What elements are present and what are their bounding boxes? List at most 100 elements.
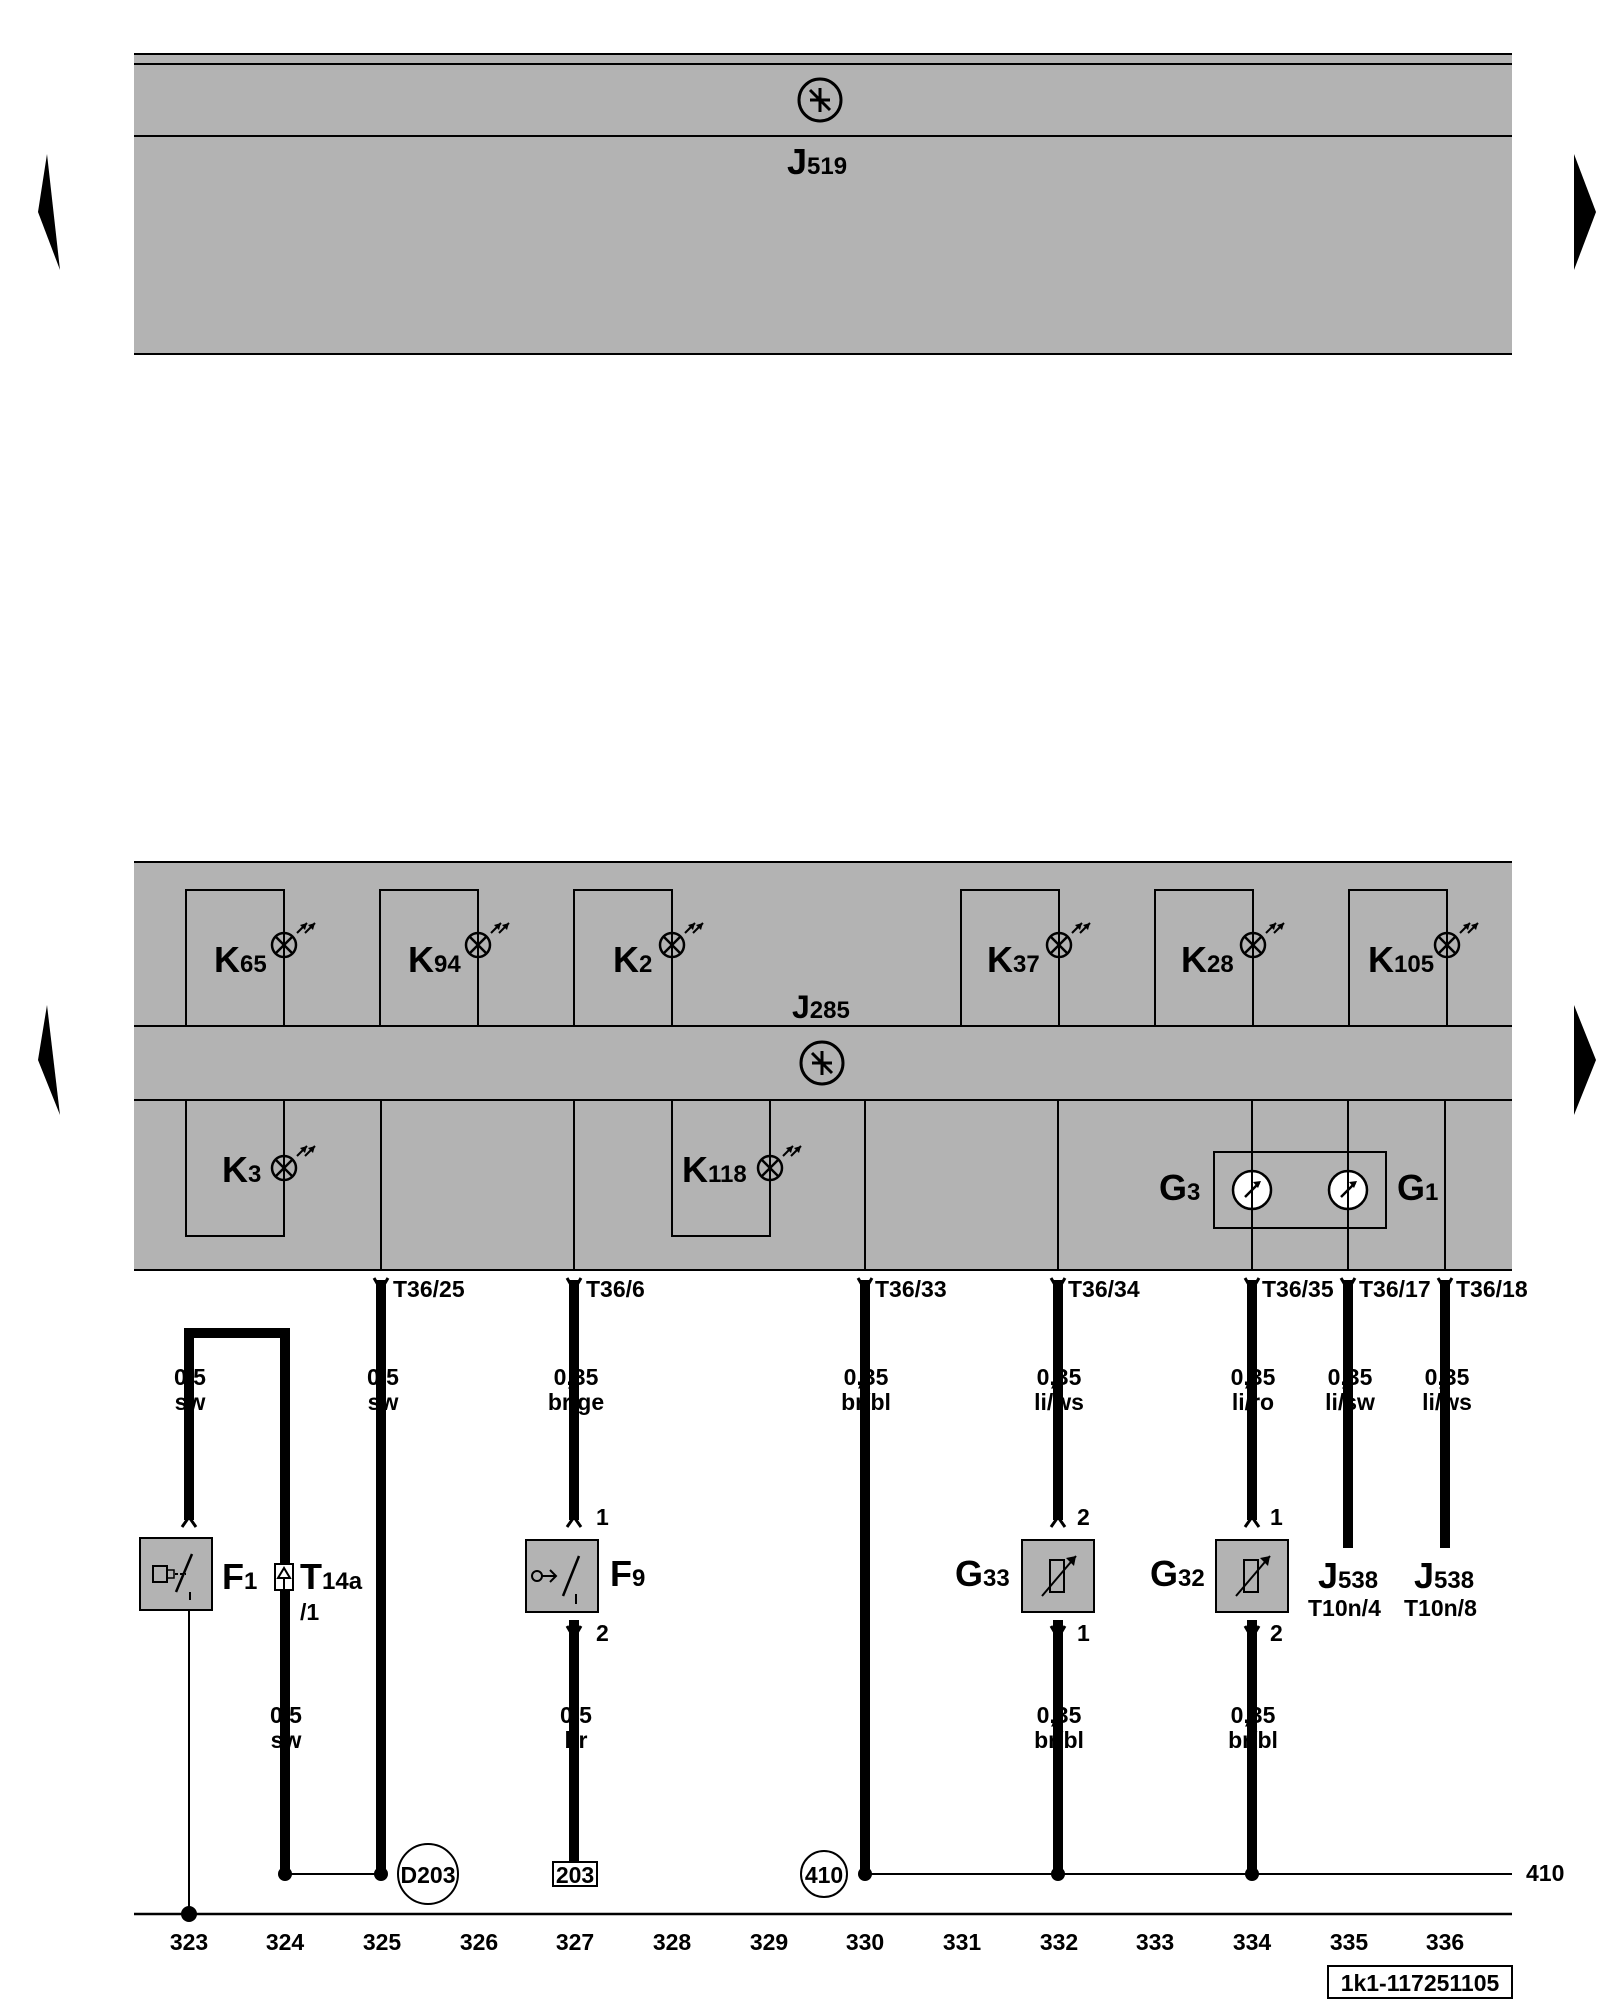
indicator-lamp-icon [464, 931, 492, 959]
connector-arrow [1243, 1625, 1261, 1641]
nav-left-icon[interactable] [38, 1005, 60, 1115]
lamp-ray-icon [786, 1146, 793, 1153]
component-g33: 2 1 G33 [955, 1504, 1095, 1646]
column-number: 336 [1426, 1929, 1464, 1955]
bottom-unit-label: J285 [792, 989, 850, 1025]
lamp-ray-icon [1269, 923, 1276, 930]
lamp-ray-icon [696, 923, 703, 930]
svg-text:1: 1 [596, 1504, 609, 1530]
can-bus-icon [808, 88, 832, 112]
svg-text:G33: G33 [955, 1553, 1010, 1594]
indicator-lamp-icon [270, 931, 298, 959]
lamp-ray-icon [1471, 923, 1478, 930]
svg-text:T10n/8: T10n/8 [1404, 1595, 1477, 1621]
ground-410: 410 [800, 1850, 848, 1898]
nav-right-icon[interactable] [1574, 1005, 1596, 1115]
column-number: 324 [266, 1929, 305, 1955]
indicator-lamp-icon [658, 931, 686, 959]
column-number: 331 [943, 1929, 982, 1955]
wire-color: br/bl [1228, 1727, 1278, 1753]
indicator-lamp-icon [1433, 931, 1461, 959]
wire-color: li/ws [1034, 1389, 1084, 1415]
wire-color: br [565, 1727, 588, 1753]
indicator-lamp-icon [270, 1154, 298, 1182]
svg-text:J538: J538 [1318, 1555, 1378, 1596]
wire-323-324 [184, 1328, 290, 1874]
svg-text:J538: J538 [1414, 1555, 1474, 1596]
wire-size: 0,5 [270, 1702, 302, 1728]
lamp-ray-icon [494, 923, 501, 930]
connector-arrow [565, 1514, 583, 1528]
wire-size: 0,35 [844, 1364, 889, 1390]
column-number: 326 [460, 1929, 498, 1955]
nav-right-icon[interactable] [1574, 154, 1596, 270]
lamp-k105: K105 [1368, 939, 1434, 980]
wire-size: 0,35 [554, 1364, 599, 1390]
lamp-k3: K3 [222, 1149, 261, 1190]
column-number: 335 [1330, 1929, 1369, 1955]
connector-arrow [1243, 1514, 1261, 1528]
lamp-ray-icon [300, 1146, 307, 1153]
lamp-ray-icon [1083, 923, 1090, 930]
lamp-k28: K28 [1181, 939, 1234, 980]
column-number: 329 [750, 1929, 788, 1955]
svg-text:T10n/4: T10n/4 [1308, 1595, 1381, 1621]
indicator-lamp-icon [275, 936, 293, 954]
svg-text:D203: D203 [401, 1862, 456, 1888]
junction-dot [278, 1867, 292, 1881]
lamp-ray-icon [1463, 923, 1470, 930]
nav-left-icon[interactable] [38, 154, 60, 270]
svg-text:T14a: T14a [300, 1556, 363, 1597]
connector-label: T36/35 [1262, 1276, 1334, 1302]
lamp-ray-icon [300, 923, 307, 930]
wire-size: 0,35 [1425, 1364, 1470, 1390]
svg-text:1k1-117251105: 1k1-117251105 [1341, 1970, 1500, 1996]
gauge-g3: G3 [1159, 1167, 1200, 1208]
top-unit-label: J519 [787, 141, 847, 182]
wire-color: br/bl [841, 1389, 891, 1415]
wire-color: li/ws [1422, 1389, 1472, 1415]
component-g32: 1 2 G32 [1150, 1504, 1289, 1646]
indicator-lamp-icon [1050, 936, 1068, 954]
column-number: 332 [1040, 1929, 1078, 1955]
lamp-ray-icon [1075, 923, 1082, 930]
indicator-lamp-icon [1438, 936, 1456, 954]
wire-size: 0,5 [560, 1702, 592, 1728]
junction-dot [181, 1906, 197, 1922]
svg-text:203: 203 [556, 1862, 594, 1888]
connector-arrow [1049, 1514, 1067, 1528]
connector-label: T36/6 [586, 1276, 645, 1302]
wire-color: sw [368, 1389, 399, 1415]
lamp-k2: K2 [613, 939, 652, 980]
connector-arrow [180, 1514, 198, 1528]
can-bus-icon [810, 1051, 834, 1075]
lamp-ray-icon [308, 1146, 315, 1153]
lamp-ray-icon [794, 1146, 801, 1153]
lamp-k94: K94 [408, 939, 461, 980]
wire-size: 0,5 [174, 1364, 206, 1390]
wire-size: 0,5 [367, 1364, 399, 1390]
svg-text:2: 2 [1077, 1504, 1090, 1530]
svg-text:/1: /1 [300, 1599, 319, 1625]
connector-label: T36/18 [1456, 1276, 1528, 1302]
lamp-k37: K37 [987, 939, 1040, 980]
indicator-lamp-icon [1045, 931, 1073, 959]
wire-color: li/ro [1232, 1389, 1274, 1415]
wire-size: 0,35 [1037, 1364, 1082, 1390]
wire-size: 0,35 [1231, 1364, 1276, 1390]
lamp-ray-icon [502, 923, 509, 930]
junction-dot [1051, 1867, 1065, 1881]
wire-color: br/ge [548, 1389, 604, 1415]
junction-dot [374, 1867, 388, 1881]
component-f9: 1 2 F9 [525, 1504, 645, 1646]
indicator-lamp-icon [1239, 931, 1267, 959]
ground-d203: D203 [397, 1843, 459, 1905]
svg-text:G32: G32 [1150, 1553, 1205, 1594]
indicator-lamp-icon [469, 936, 487, 954]
ground-203: 203 [552, 1861, 598, 1888]
column-number: 334 [1233, 1929, 1272, 1955]
component-t14a: T14a /1 [274, 1556, 363, 1625]
component-f1: F1 [139, 1537, 257, 1611]
svg-text:F1: F1 [222, 1556, 257, 1597]
